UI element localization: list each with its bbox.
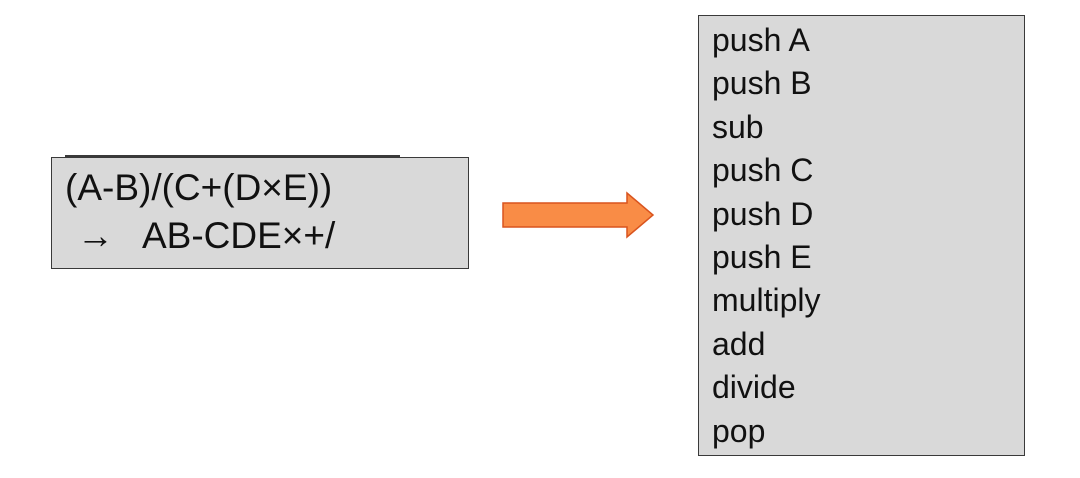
operation-item: sub [712,108,764,145]
operation-item: push A [712,22,810,58]
operation-item: multiply [712,282,821,319]
expression-box: (A-B)/(C+(D×E)) → AB-CDE×+/ [51,155,469,269]
operation-item: divide [712,369,796,406]
arrow-shape [502,191,655,239]
postfix-expression: AB-CDE×+/ [142,215,336,256]
right-block-arrow-icon [502,191,655,239]
operation-item: push E [712,239,812,276]
infix-expression: (A-B)/(C+(D×E)) [65,167,333,208]
operation-item: pop [712,412,766,449]
expression-overline [65,155,400,157]
operation-item: add [712,325,766,362]
operation-item: push C [712,152,814,189]
operations-box: push A push B sub push C push D push E m… [698,15,1025,456]
postfix-line: → AB-CDE×+/ [77,216,335,256]
right-arrow-icon: → [77,215,114,256]
operation-item: push B [712,65,812,102]
operation-item: push D [712,195,814,232]
operations-list: push A push B sub push C push D push E m… [699,19,1024,453]
